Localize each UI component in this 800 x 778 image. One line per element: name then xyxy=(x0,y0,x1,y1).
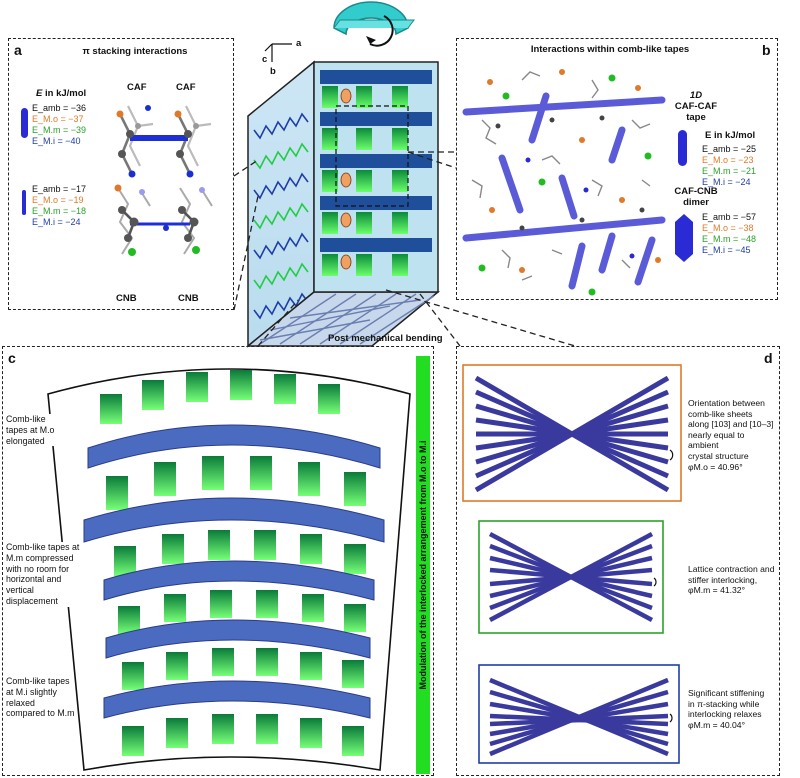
dimer-label: CAF-CNB dimer xyxy=(668,186,724,208)
panel-c-label: c xyxy=(8,350,16,366)
e-mo: E_M.o = −19 xyxy=(32,195,84,205)
tape-label-line2: CAF-CAF xyxy=(674,101,718,112)
dimer-bar-icon xyxy=(675,214,693,262)
interlock-blue-box xyxy=(478,664,680,764)
curved-bend-icon xyxy=(333,1,415,47)
energy-unit-header-b: E in kJ/mol xyxy=(705,130,756,141)
mol-label-cnb-right: CNB xyxy=(178,293,199,304)
note-line: relaxed xyxy=(6,697,35,708)
energy-group-b1: E_amb = −25 E_M.o = −23 E_M.m = −21 E_M.… xyxy=(702,144,756,188)
energy-group-a1: E_amb = −36 E_M.o = −37 E_M.m = −39 E_M.… xyxy=(32,103,86,147)
panel-c-note-1: Comb-like tapes at M.o elongated xyxy=(6,414,55,447)
panel-c-note-3: Comb-like tapes at M.i slightly relaxed … xyxy=(6,676,75,720)
note-line: φM.m = 40.04° xyxy=(688,719,746,730)
comb-tape-molecular-illustration xyxy=(462,69,666,296)
note-line: compared to M.m xyxy=(6,708,75,719)
panel-d-note-3: Significant stiffening in π-stacking whi… xyxy=(688,688,776,730)
e-amb: E_amb = −25 xyxy=(702,144,757,154)
panel-d-label: d xyxy=(764,350,773,366)
dimer-label-line2: dimer xyxy=(683,197,709,208)
crystal-block-illustration xyxy=(245,60,441,348)
e-amb: E_amb = −57 xyxy=(702,212,757,222)
mol-label-caf-left: CAF xyxy=(127,82,147,93)
thick-stack-bar-icon xyxy=(21,108,28,138)
e-amb: E_amb = −17 xyxy=(32,184,87,194)
panel-b-label: b xyxy=(762,42,771,58)
modulation-vertical-label: Modulation of the interlocked arrangemen… xyxy=(416,356,430,774)
e-mi: E_M.i = −24 xyxy=(702,177,751,187)
note-line: Orientation between xyxy=(688,398,765,408)
note-line: with no room for xyxy=(6,563,70,574)
post-bending-caption: Post mechanical bending xyxy=(328,333,443,344)
tape-label-line1: 1D xyxy=(689,90,703,101)
cnb-stack-molecule-illustration xyxy=(114,184,213,256)
tape-label-line3: tape xyxy=(686,112,706,123)
panel-a-title: π stacking interactions xyxy=(82,46,188,57)
e-mo: E_M.o = −23 xyxy=(702,155,754,165)
note-line: Comb-like tapes at xyxy=(6,542,80,552)
note-line: tapes at M.o xyxy=(6,424,55,435)
note-line: Lattice contraction and xyxy=(688,564,775,574)
note-line: interlocking relaxes xyxy=(688,709,762,720)
tape-bar-icon xyxy=(678,130,687,166)
panel-a xyxy=(8,38,234,310)
axis-label-a: a xyxy=(296,38,302,49)
modulation-label-text: Modulation of the interlocked arrangemen… xyxy=(418,440,428,690)
panel-d xyxy=(456,346,780,776)
note-line: vertical xyxy=(6,585,34,596)
panel-c-note-2: Comb-like tapes at M.m compressed with n… xyxy=(6,542,80,607)
panel-c xyxy=(2,346,434,776)
mol-label-cnb-left: CNB xyxy=(116,293,137,304)
note-line: comb-like sheets xyxy=(688,408,753,419)
panel-b xyxy=(456,38,778,300)
e-mo: E_M.o = −37 xyxy=(32,114,84,124)
e-mm: E_M.m = −48 xyxy=(702,234,757,244)
bent-crystal-illustration xyxy=(47,368,411,771)
e-amb: E_amb = −36 xyxy=(32,103,87,113)
note-line: φM.m = 41.32° xyxy=(688,585,746,596)
axis-arrows-icon xyxy=(264,43,292,62)
panel-a-label: a xyxy=(14,42,22,58)
note-line: in π-stacking while xyxy=(688,698,760,709)
note-line: Comb-like tapes xyxy=(6,676,70,686)
note-line: horizontal and xyxy=(6,574,62,585)
note-line: M.m compressed xyxy=(6,552,74,563)
panel-b-title: Interactions within comb-like tapes xyxy=(530,44,690,55)
e-mm: E_M.m = −39 xyxy=(32,125,87,135)
e-mi: E_M.i = −24 xyxy=(32,217,81,227)
energy-symbol: E xyxy=(36,88,43,99)
note-line: crystal structure xyxy=(688,450,749,461)
energy-group-a2: E_amb = −17 E_M.o = −19 E_M.m = −18 E_M.… xyxy=(32,184,86,228)
panel-d-note-2: Lattice contraction and stiffer interloc… xyxy=(688,564,776,596)
note-line: at M.i slightly xyxy=(6,686,57,697)
energy-unit: in kJ/mol xyxy=(42,88,87,99)
e-mi: E_M.i = −45 xyxy=(702,245,751,255)
note-line: stiffer interlocking, xyxy=(688,574,758,585)
interlock-orange-box xyxy=(462,364,682,502)
tape-label: 1D CAF-CAF tape xyxy=(668,90,724,123)
e-mi: E_M.i = −40 xyxy=(32,136,81,146)
axis-label-b: b xyxy=(270,66,276,77)
note-line: Significant stiffening xyxy=(688,688,765,698)
interlock-green-box xyxy=(478,520,664,634)
note-line: along [103] and [10–3] xyxy=(688,419,774,430)
note-line: φM.o = 40.96° xyxy=(688,461,743,472)
energy-group-b2: E_amb = −57 E_M.o = −38 E_M.m = −48 E_M.… xyxy=(702,212,756,256)
e-mm: E_M.m = −21 xyxy=(702,166,757,176)
note-line: elongated xyxy=(6,435,45,446)
note-line: Comb-like xyxy=(6,414,46,424)
panel-d-note-1: Orientation between comb-like sheets alo… xyxy=(688,398,776,472)
thin-stack-bar-icon xyxy=(22,190,26,215)
e-mo: E_M.o = −38 xyxy=(702,223,754,233)
energy-unit-header-a: E in kJ/mol xyxy=(36,88,86,99)
dimer-label-line1: CAF-CNB xyxy=(674,186,718,197)
e-mm: E_M.m = −18 xyxy=(32,206,87,216)
note-line: displacement xyxy=(6,595,58,606)
note-line: nearly equal to ambient xyxy=(688,429,745,451)
mol-label-caf-right: CAF xyxy=(176,82,196,93)
axis-label-c: c xyxy=(262,54,268,65)
caf-stack-molecule-illustration xyxy=(116,105,212,178)
